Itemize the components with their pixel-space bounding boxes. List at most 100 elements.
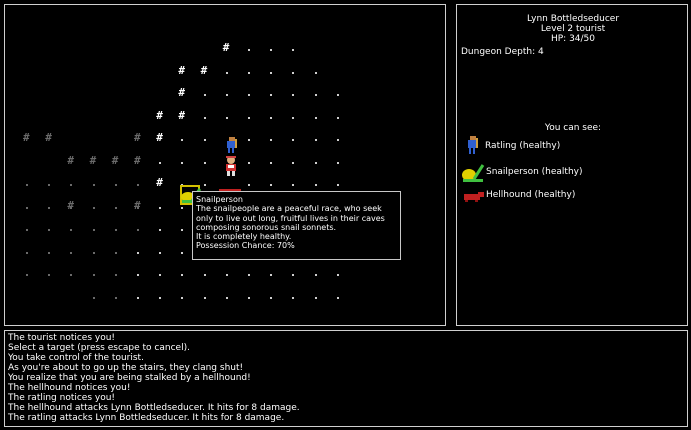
floor-tile bbox=[181, 206, 184, 209]
tooltip-line: Possession Chance: 70% bbox=[196, 241, 295, 251]
floor-tile bbox=[203, 161, 206, 164]
ratling-icon bbox=[468, 136, 478, 154]
floor-tile bbox=[270, 71, 273, 74]
floor-tile bbox=[26, 229, 28, 231]
visible-entity-snailperson[interactable]: Snailperson (healthy) bbox=[459, 160, 659, 182]
floor-tile bbox=[336, 139, 339, 141]
floor-tile bbox=[181, 139, 184, 141]
ratling-sprite[interactable] bbox=[224, 137, 238, 153]
floor-tile bbox=[203, 139, 206, 141]
player-tourist-sprite[interactable] bbox=[223, 156, 239, 176]
floor-tile bbox=[248, 116, 250, 119]
floor-tile bbox=[248, 274, 250, 276]
floor-tile bbox=[225, 71, 228, 74]
visible-entity-ratling[interactable]: Ratling (healthy) bbox=[463, 135, 663, 155]
floor-tile bbox=[92, 206, 95, 209]
floor-tile bbox=[137, 296, 139, 299]
floor-tile bbox=[314, 139, 317, 141]
wall-tile: # bbox=[178, 63, 186, 77]
floor-tile bbox=[92, 251, 95, 254]
wall-tile: # bbox=[178, 86, 186, 99]
floor-tile bbox=[314, 71, 317, 74]
wall-tile: # bbox=[67, 153, 75, 167]
log-line: The tourist notices you! bbox=[8, 333, 116, 343]
wall-tile: # bbox=[67, 198, 75, 212]
floor-tile bbox=[203, 94, 206, 96]
tooltip-line: It is completely healthy. bbox=[196, 232, 292, 242]
hellhound-icon bbox=[464, 192, 484, 202]
floor-tile bbox=[292, 94, 295, 96]
wall-tile: # bbox=[134, 153, 141, 167]
floor-tile bbox=[270, 116, 273, 119]
floor-tile bbox=[292, 71, 295, 74]
visible-entity-label: Hellhound (healthy) bbox=[486, 190, 576, 200]
floor-tile bbox=[114, 229, 117, 231]
floor-tile bbox=[336, 184, 339, 186]
floor-tile bbox=[270, 296, 273, 299]
wall-tile: # bbox=[156, 131, 163, 144]
floor-tile bbox=[159, 251, 162, 254]
floor-tile bbox=[248, 139, 250, 141]
tooltip-line: composing sonorous snail sonnets. bbox=[196, 222, 337, 232]
log-line: The ratling attacks Lynn Bottledseducer.… bbox=[8, 413, 285, 423]
floor-tile bbox=[248, 49, 250, 51]
floor-tile bbox=[114, 184, 117, 186]
floor-tile bbox=[70, 274, 73, 276]
tooltip-line: The snailpeople are a peaceful race, who… bbox=[196, 204, 382, 214]
floor-tile bbox=[92, 274, 95, 276]
floor-tile bbox=[70, 229, 73, 231]
floor-tile bbox=[26, 206, 28, 209]
player-name: Lynn Bottledseducer bbox=[526, 14, 620, 24]
log-line: Select a target (press escape to cancel)… bbox=[8, 343, 190, 353]
floor-tile bbox=[292, 49, 295, 51]
floor-tile bbox=[225, 94, 228, 96]
floor-tile bbox=[92, 229, 95, 231]
floor-tile bbox=[181, 296, 184, 299]
visible-entity-hellhound[interactable]: Hellhound (healthy) bbox=[459, 187, 659, 203]
wall-tile: # bbox=[111, 153, 119, 167]
visible-header: You can see: bbox=[544, 123, 602, 133]
log-lines: The tourist notices you! Select a target… bbox=[8, 333, 300, 423]
floor-tile bbox=[203, 116, 206, 119]
floor-tile bbox=[137, 274, 139, 276]
wall-tile: # bbox=[156, 108, 163, 122]
floor-tile bbox=[292, 139, 295, 141]
floor-tile bbox=[203, 184, 206, 186]
log-line: You take control of the tourist. bbox=[8, 353, 144, 363]
floor-tile bbox=[159, 206, 162, 209]
floor-tile bbox=[70, 184, 73, 186]
message-log[interactable]: The tourist notices you! Select a target… bbox=[4, 330, 688, 427]
floor-tile bbox=[314, 161, 317, 164]
floor-tile bbox=[181, 251, 184, 254]
floor-tile bbox=[114, 274, 117, 276]
floor-tile bbox=[270, 94, 273, 96]
floor-tile bbox=[114, 251, 117, 254]
floor-tile bbox=[181, 229, 184, 231]
floor-tile bbox=[48, 251, 51, 254]
floor-tile bbox=[248, 296, 250, 299]
floor-tile bbox=[314, 116, 317, 119]
floor-tile bbox=[336, 116, 339, 119]
floor-tile bbox=[114, 206, 117, 209]
floor-tile bbox=[314, 296, 317, 299]
floor-tile bbox=[248, 161, 250, 164]
log-line: You realize that you are being stalked b… bbox=[8, 373, 251, 383]
floor-tile bbox=[292, 161, 295, 164]
floor-tile bbox=[270, 161, 273, 164]
wall-tile: # bbox=[134, 131, 141, 144]
floor-tile bbox=[336, 274, 339, 276]
wall-tile: # bbox=[156, 176, 163, 189]
floor-tile bbox=[336, 94, 339, 96]
log-line: As you're about to go up the stairs, the… bbox=[8, 363, 244, 373]
floor-tile bbox=[336, 296, 339, 299]
floor-tile bbox=[292, 296, 295, 299]
map-panel[interactable]: ################# Snailperson The snailp… bbox=[4, 4, 446, 326]
floor-tile bbox=[159, 274, 162, 276]
floor-tile bbox=[26, 274, 28, 276]
floor-tile bbox=[159, 296, 162, 299]
wall-tile: # bbox=[200, 63, 208, 77]
floor-tile bbox=[270, 274, 273, 276]
floor-tile bbox=[225, 116, 228, 119]
floor-tile bbox=[137, 251, 139, 254]
player-hp: HP: 34/50 bbox=[550, 34, 596, 44]
